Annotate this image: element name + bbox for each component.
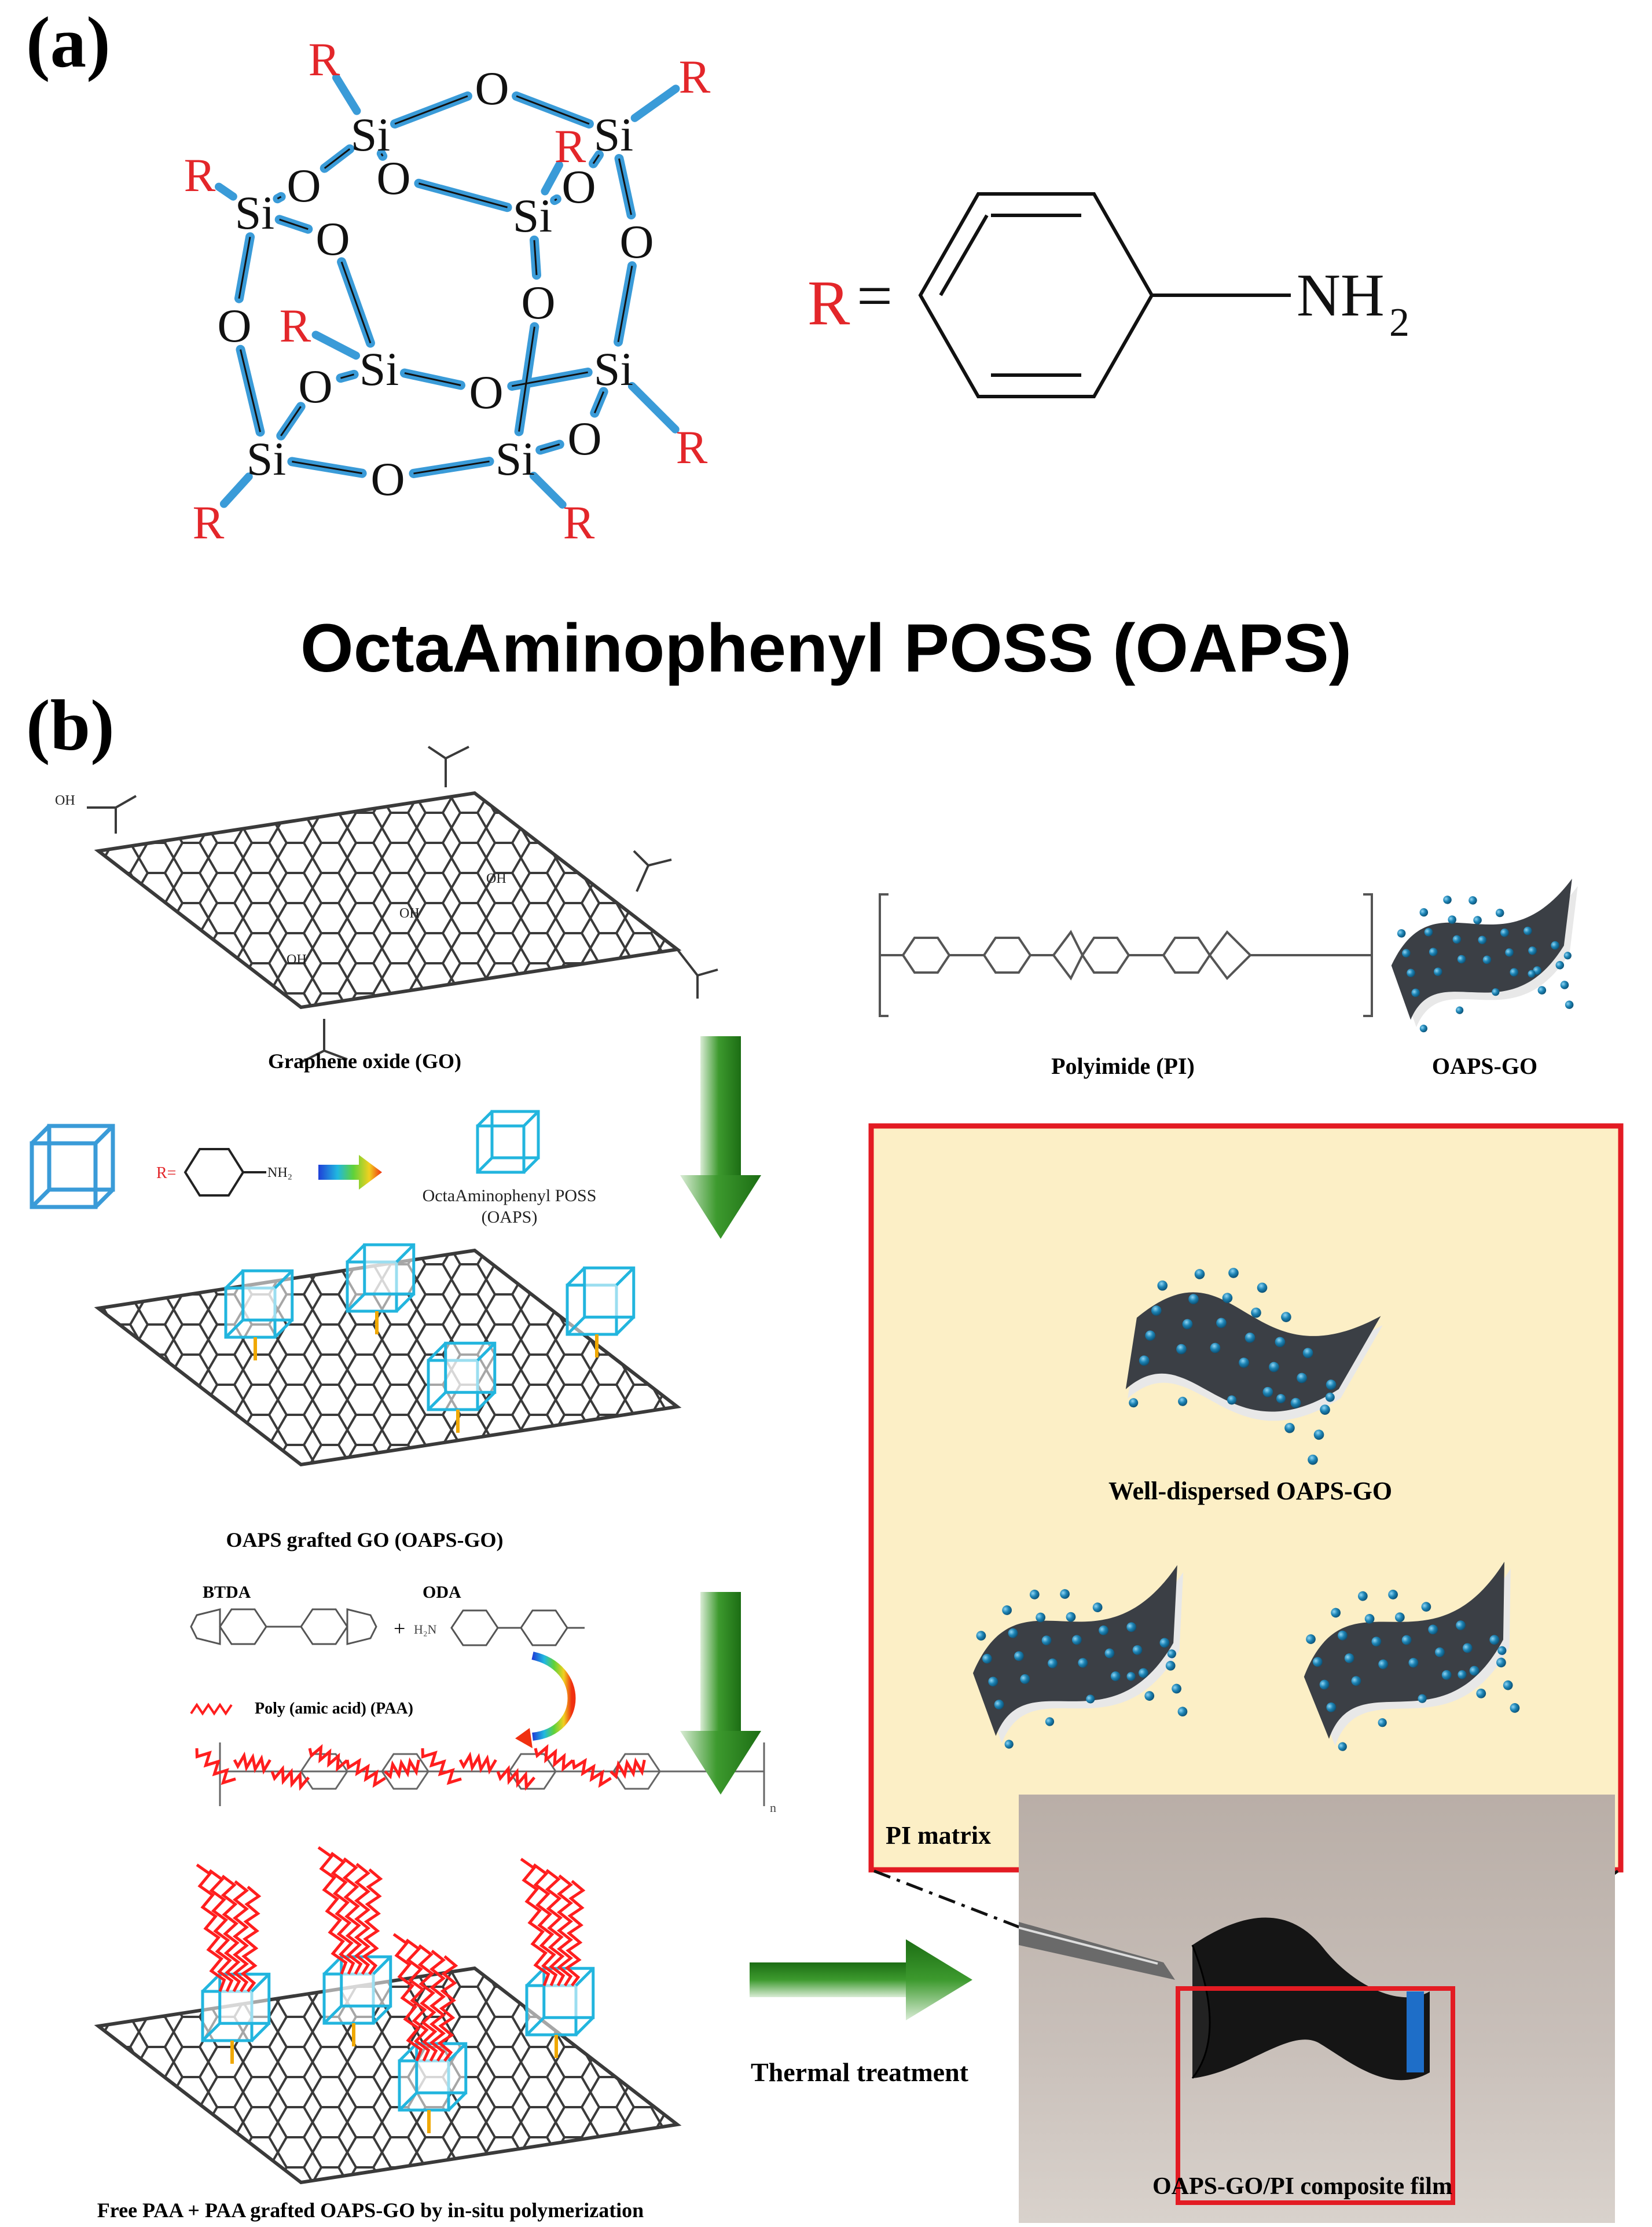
go-label: Graphene oxide (GO) [268,1050,461,1073]
mini-benzene [183,1148,266,1197]
pi-matrix-box [868,1123,1624,1873]
panel-a-label: (a) [26,3,111,83]
svg-text:O: O [521,276,555,329]
svg-text:O: O [315,212,350,265]
r-group-nh: NH [1297,261,1385,329]
btda-label: BTDA [203,1583,251,1602]
plus-sign: + [394,1617,405,1640]
svg-text:O: O [475,62,509,115]
svg-text:O: O [469,366,503,419]
svg-text:Si: Si [594,108,633,161]
svg-text:O: O [561,160,596,213]
svg-text:Si: Si [359,343,399,395]
svg-text:R: R [563,496,595,549]
r-group-structure: R = NH 2 [807,192,1409,398]
mini-poss-cage [30,1124,115,1209]
dispersed-sheet-2 [972,1565,1188,1749]
svg-text:O: O [619,215,654,268]
composite-label: OAPS-GO/PI composite film [1152,2173,1452,2200]
go-sheet-grafted [94,1243,682,1467]
svg-text:Si: Si [235,186,274,239]
oaps-title: OctaAminophenyl POSS (OAPS) [300,610,1352,687]
svg-text:Si: Si [594,343,633,395]
oaps-go-grafted-label: OAPS grafted GO (OAPS-GO) [226,1528,504,1551]
polyimide-structure [879,893,1373,1017]
pi-matrix-label: PI matrix [886,1821,991,1850]
svg-text:O: O [298,360,332,413]
svg-text:Si: Si [351,108,390,161]
benzene-ring [918,192,1291,398]
oaps-go-label: OAPS-GO [1432,1053,1537,1079]
rainbow-curve-arrowhead [515,1728,533,1748]
oda-label: ODA [423,1583,461,1602]
oda-h2n: H₂N [414,1622,437,1637]
dispersed-sheet-3 [1304,1561,1520,1751]
svg-text:Si: Si [513,189,552,242]
svg-text:O: O [287,159,321,212]
poss-r-bonds [215,74,680,509]
paa-structure [219,1742,765,1806]
final-label: Free PAA + PAA grafted OAPS-GO by in-sit… [97,2199,644,2222]
down-arrow-2 [680,1592,761,1795]
svg-text:O: O [567,412,601,465]
oaps-cube-icon [476,1110,540,1174]
svg-text:O: O [217,299,251,352]
rainbow-curve-arrow [531,1652,576,1741]
svg-text:Si: Si [247,432,286,485]
panel-b-label: (b) [26,686,115,766]
btda-structure [190,1608,377,1645]
composite-film-photo: OAPS-GO/PI composite film [1018,1795,1615,2223]
paa-n-sub: n [770,1800,776,1815]
r-group-r: R [807,267,850,338]
svg-text:R: R [676,421,708,474]
mini-r-eq: R= [156,1164,176,1182]
svg-text:R: R [309,33,340,86]
go-oh-1: OH [399,906,420,921]
oaps-small-label-1: OctaAminophenyl POSS [423,1186,597,1205]
poss-cage-bond-lines [238,95,633,475]
r-group-equals: = [857,261,893,331]
svg-text:O: O [370,453,405,505]
r-group-nh-sub: 2 [1389,300,1409,345]
svg-text:R: R [555,120,586,173]
oaps-small-label-2: (OAPS) [482,1208,538,1227]
thermal-arrow [750,1939,972,2020]
rainbow-arrow [318,1155,382,1190]
monomer-row: BTDA ODA + H₂N Poly (amic acid [190,1583,776,1815]
well-dispersed-label: Well-dispersed OAPS-GO [1108,1477,1392,1505]
dispersed-sheet-1 [1125,1268,1383,1465]
go-sheet-final [94,1744,682,2185]
go-oh-2: OH [486,871,506,886]
mini-nh2: NH₂ [267,1165,292,1180]
oda-structure [450,1609,585,1646]
svg-text:R: R [193,496,225,549]
oaps-reactant-row: R= NH₂ OctaAminophenyl POSS (OAPS) [30,1110,597,1227]
svg-text:R: R [679,50,711,103]
paa-label: Poly (amic acid) (PAA) [255,1700,413,1718]
thermal-label: Thermal treatment [751,2057,969,2087]
go-oh-3: OH [287,952,307,967]
svg-text:O: O [376,152,410,204]
paa-legend-mark [190,1703,233,1716]
svg-text:Si: Si [495,432,535,485]
oaps-go-sheet-icon [1391,878,1578,1033]
svg-text:R: R [280,299,311,352]
svg-text:R: R [184,149,216,201]
down-arrow-1 [680,1036,761,1239]
pi-label: Polyimide (PI) [1051,1053,1195,1079]
go-sheet-top: OH OH OH OH [55,746,718,1063]
panel-b: (b) OH OH OH OH Graphene oxide (GO) [26,686,1624,2223]
go-oh-4: OH [55,793,75,808]
